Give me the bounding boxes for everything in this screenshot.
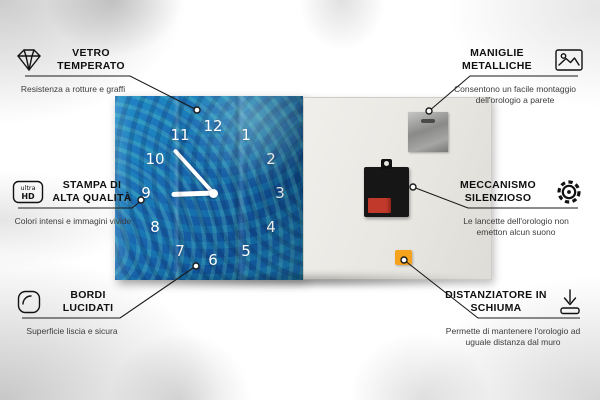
callout-title: VETRO TEMPERATO — [57, 46, 125, 72]
callout-title: STAMPA DI ALTA QUALITÀ — [52, 178, 132, 204]
callout-description: Permette di mantenere l'orologio ad ugua… — [445, 326, 581, 348]
clock-number: 9 — [141, 184, 151, 202]
callout-maniglie-metalliche: MANIGLIE METALLICHE Consentono un facile… — [446, 44, 584, 107]
callout-distanziatore-schiuma: DISTANZIATORE IN SCHIUMA Permette di man… — [442, 286, 584, 349]
callout-description: Resistenza a rotture e graffi — [20, 84, 126, 94]
clock-number: 4 — [266, 218, 276, 236]
gear-icon — [554, 177, 584, 207]
clock-number: 11 — [170, 126, 190, 144]
mechanism-hanging-hole — [384, 161, 389, 166]
clock-number: 12 — [203, 117, 223, 135]
callout-vetro-temperato: VETRO TEMPERATO Resistenza a rotture e g… — [14, 44, 132, 95]
clock-number: 7 — [175, 242, 185, 260]
clock-number: 1 — [241, 126, 251, 144]
callout-title: BORDI LUCIDATI — [62, 288, 114, 314]
mechanism-hook — [381, 159, 392, 169]
metal-hanger-plate — [408, 112, 448, 152]
callout-title: MECCANISMO SILENZIOSO — [460, 178, 536, 204]
picture-frame-icon — [554, 48, 584, 72]
clock-number: 3 — [275, 184, 285, 202]
diamond-icon — [14, 47, 44, 73]
callout-description: Consentono un facile montaggio dell'orol… — [454, 84, 576, 106]
ultra-hd-icon-text-hd: HD — [21, 192, 35, 201]
clock-front-view: 12 1 2 3 4 5 6 7 8 9 10 11 — [115, 96, 303, 280]
hour-hand — [170, 190, 214, 197]
clock-center-cap — [208, 188, 218, 198]
clock-number: 8 — [150, 218, 160, 236]
callout-title: MANIGLIE METALLICHE — [462, 46, 532, 72]
battery — [368, 198, 391, 213]
clock-number: 10 — [145, 150, 165, 168]
ultra-hd-icon: ultra HD — [12, 180, 44, 204]
minute-hand — [172, 148, 215, 195]
rounded-edge-icon — [16, 289, 42, 315]
callout-description: Superficie liscia e sicura — [26, 326, 118, 336]
clock-number: 6 — [208, 251, 218, 269]
foam-spacer — [395, 250, 412, 265]
callout-meccanismo-silenzioso: MECCANISMO SILENZIOSO Le lancette dell'o… — [448, 176, 584, 239]
callout-bordi-lucidati: BORDI LUCIDATI Superficie liscia e sicur… — [16, 286, 128, 337]
callout-description: Colori intensi e immagini vivide — [14, 216, 132, 226]
clock-number: 2 — [266, 150, 276, 168]
callout-stampa-alta-qualita: ultra HD STAMPA DI ALTA QUALITÀ Colori i… — [12, 176, 134, 227]
product-shadow — [118, 272, 486, 288]
callout-description: Le lancette dell'orologio non emetton al… — [463, 216, 569, 238]
hanger-slot — [421, 119, 435, 123]
clock-number: 5 — [241, 242, 251, 260]
callout-title: DISTANZIATORE IN SCHIUMA — [445, 288, 547, 314]
spacer-arrow-icon — [556, 287, 584, 317]
clock-mechanism — [364, 159, 409, 217]
ultra-hd-icon-text-ultra: ultra — [20, 184, 35, 192]
